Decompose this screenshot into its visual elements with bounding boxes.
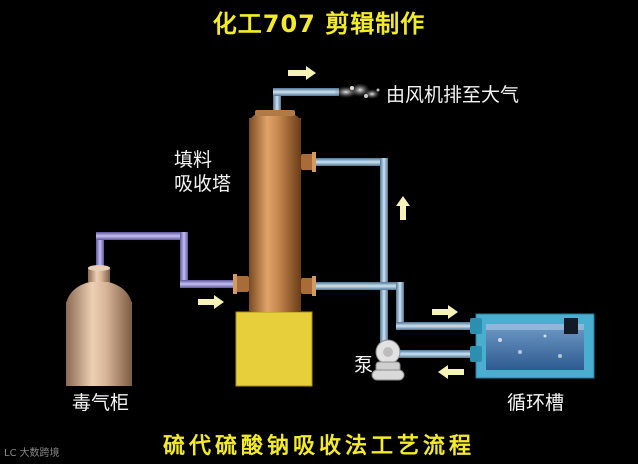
arrow-exhaust-right (288, 66, 316, 80)
packed-absorption-tower (233, 110, 316, 387)
watermark-text: 大数跨境 (19, 448, 60, 459)
cabinet-label: 毒气柜 (72, 392, 130, 414)
arrow-gas-right (198, 295, 224, 309)
flow-arrows (198, 66, 464, 379)
arrow-return-right (432, 305, 458, 319)
exhaust-smoke (334, 83, 380, 99)
liquid-feed-pipe (314, 158, 388, 348)
exhaust-pipe (273, 88, 339, 116)
toxic-gas-cabinet (66, 265, 132, 386)
title: 化工707 剪辑制作 (212, 10, 426, 38)
watermark-logo: LC (4, 448, 17, 459)
arrow-feed-up (396, 196, 410, 220)
pump (371, 339, 405, 381)
gas-inlet-pipe (96, 232, 238, 288)
arrow-suction-left (438, 365, 464, 379)
pump-label: 泵 (354, 354, 374, 376)
tower-label: 填料 吸收塔 (174, 149, 232, 195)
caption: 硫代硫酸钠吸收法工艺流程 (162, 433, 475, 459)
tank-label: 循环槽 (507, 392, 565, 414)
exhaust-label: 由风机排至大气 (386, 84, 520, 106)
pump-suction-pipe (398, 350, 478, 358)
circulation-tank (470, 313, 595, 379)
liquid-return-pipe (314, 282, 476, 330)
